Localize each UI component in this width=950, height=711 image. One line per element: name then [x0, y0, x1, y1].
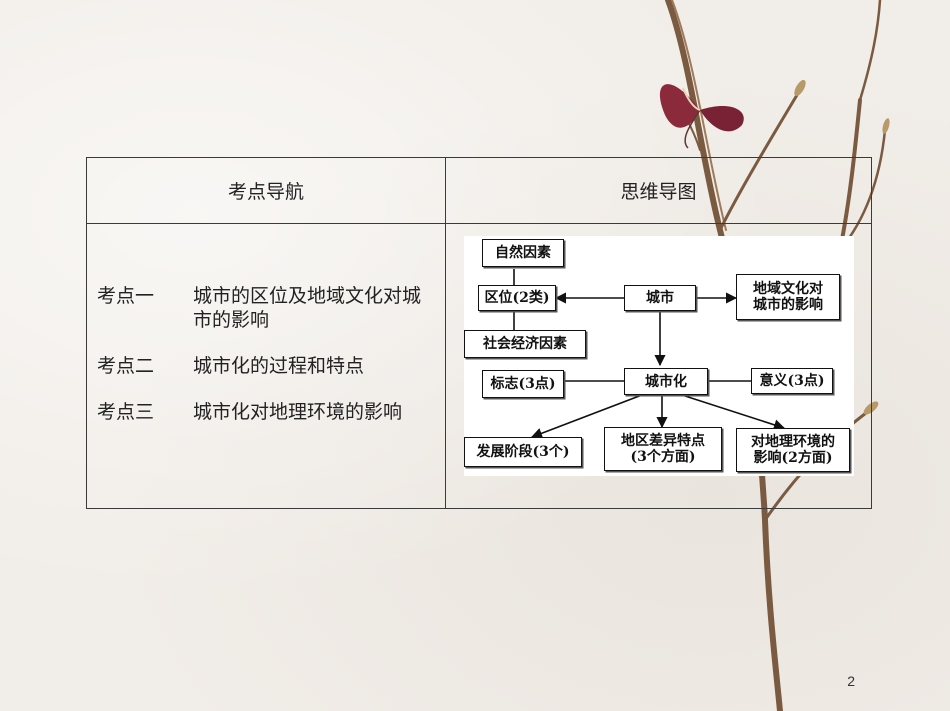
- node-label: 自然因素: [495, 245, 551, 261]
- header-mind-map: 思维导图: [445, 157, 872, 224]
- node-label-line-1: 地域文化对: [753, 281, 823, 297]
- node-label-line-2: 城市的影响: [753, 297, 823, 313]
- node-meaning: 意义(3点): [751, 368, 833, 394]
- mind-map: 自然因素 区位(2类) 社会经济因素 城市 地域文化对 城市的影响 城市化 标志…: [464, 236, 854, 476]
- arrow-urbanization-to-impact: [681, 394, 786, 431]
- node-label: 城市化: [645, 373, 687, 390]
- node-development-stage: 发展阶段(3个): [464, 437, 582, 467]
- topic-label: 考点一: [97, 285, 155, 307]
- node-regional-culture: 地域文化对 城市的影响: [736, 274, 840, 320]
- node-natural-factors: 自然因素: [482, 239, 564, 267]
- arrow-urbanization-to-stage: [530, 394, 643, 439]
- topic-item-3: 考点三 城市化对地理环境的影响: [97, 400, 445, 424]
- node-label: 社会经济因素: [483, 336, 567, 352]
- mind-map-cell: 自然因素 区位(2类) 社会经济因素 城市 地域文化对 城市的影响 城市化 标志…: [445, 223, 872, 509]
- node-label: 标志(3点): [490, 376, 556, 392]
- node-sign: 标志(3点): [482, 370, 564, 398]
- topic-text: 城市化对地理环境的影响: [193, 401, 403, 423]
- node-label-line-1: 地区差异特点: [621, 433, 705, 449]
- topic-item-1: 考点一 城市的区位及地域文化对城市的影响: [97, 284, 445, 332]
- node-label-line-2: (3个方面): [630, 449, 696, 465]
- node-label: 发展阶段(3个): [476, 444, 570, 460]
- topic-text: 城市的区位及地域文化对城市的影响: [193, 285, 422, 331]
- mind-map-connectors: [513, 269, 786, 439]
- topic-label: 考点二: [97, 355, 155, 377]
- butterfly-decoration: [659, 84, 744, 149]
- node-environment-impact: 对地理环境的 影响(2方面): [736, 428, 850, 472]
- node-social-economic: 社会经济因素: [464, 330, 586, 358]
- node-label-line-2: 影响(2方面): [753, 450, 833, 466]
- topic-label: 考点三: [97, 401, 155, 423]
- header-topic-nav: 考点导航: [86, 157, 446, 224]
- node-regional-differences: 地区差异特点 (3个方面): [604, 427, 722, 471]
- page-number: 2: [847, 673, 855, 689]
- node-city: 城市: [624, 285, 696, 311]
- node-label: 意义(3点): [759, 373, 825, 389]
- topics-cell: 考点一 城市的区位及地域文化对城市的影响 考点二 城市化的过程和特点 考点三 城…: [86, 223, 446, 509]
- topic-text: 城市化的过程和特点: [193, 355, 365, 377]
- node-label-line-1: 对地理环境的: [751, 434, 835, 450]
- node-label: 城市: [646, 290, 674, 306]
- node-location: 区位(2类): [478, 285, 556, 311]
- node-label: 区位(2类): [484, 290, 550, 306]
- node-urbanization: 城市化: [624, 368, 708, 395]
- topic-item-2: 考点二 城市化的过程和特点: [97, 354, 445, 378]
- content-table: 考点导航 思维导图 考点一 城市的区位及地域文化对城市的影响 考点二 城市化的过…: [86, 157, 872, 509]
- topic-list: 考点一 城市的区位及地域文化对城市的影响 考点二 城市化的过程和特点 考点三 城…: [87, 224, 445, 424]
